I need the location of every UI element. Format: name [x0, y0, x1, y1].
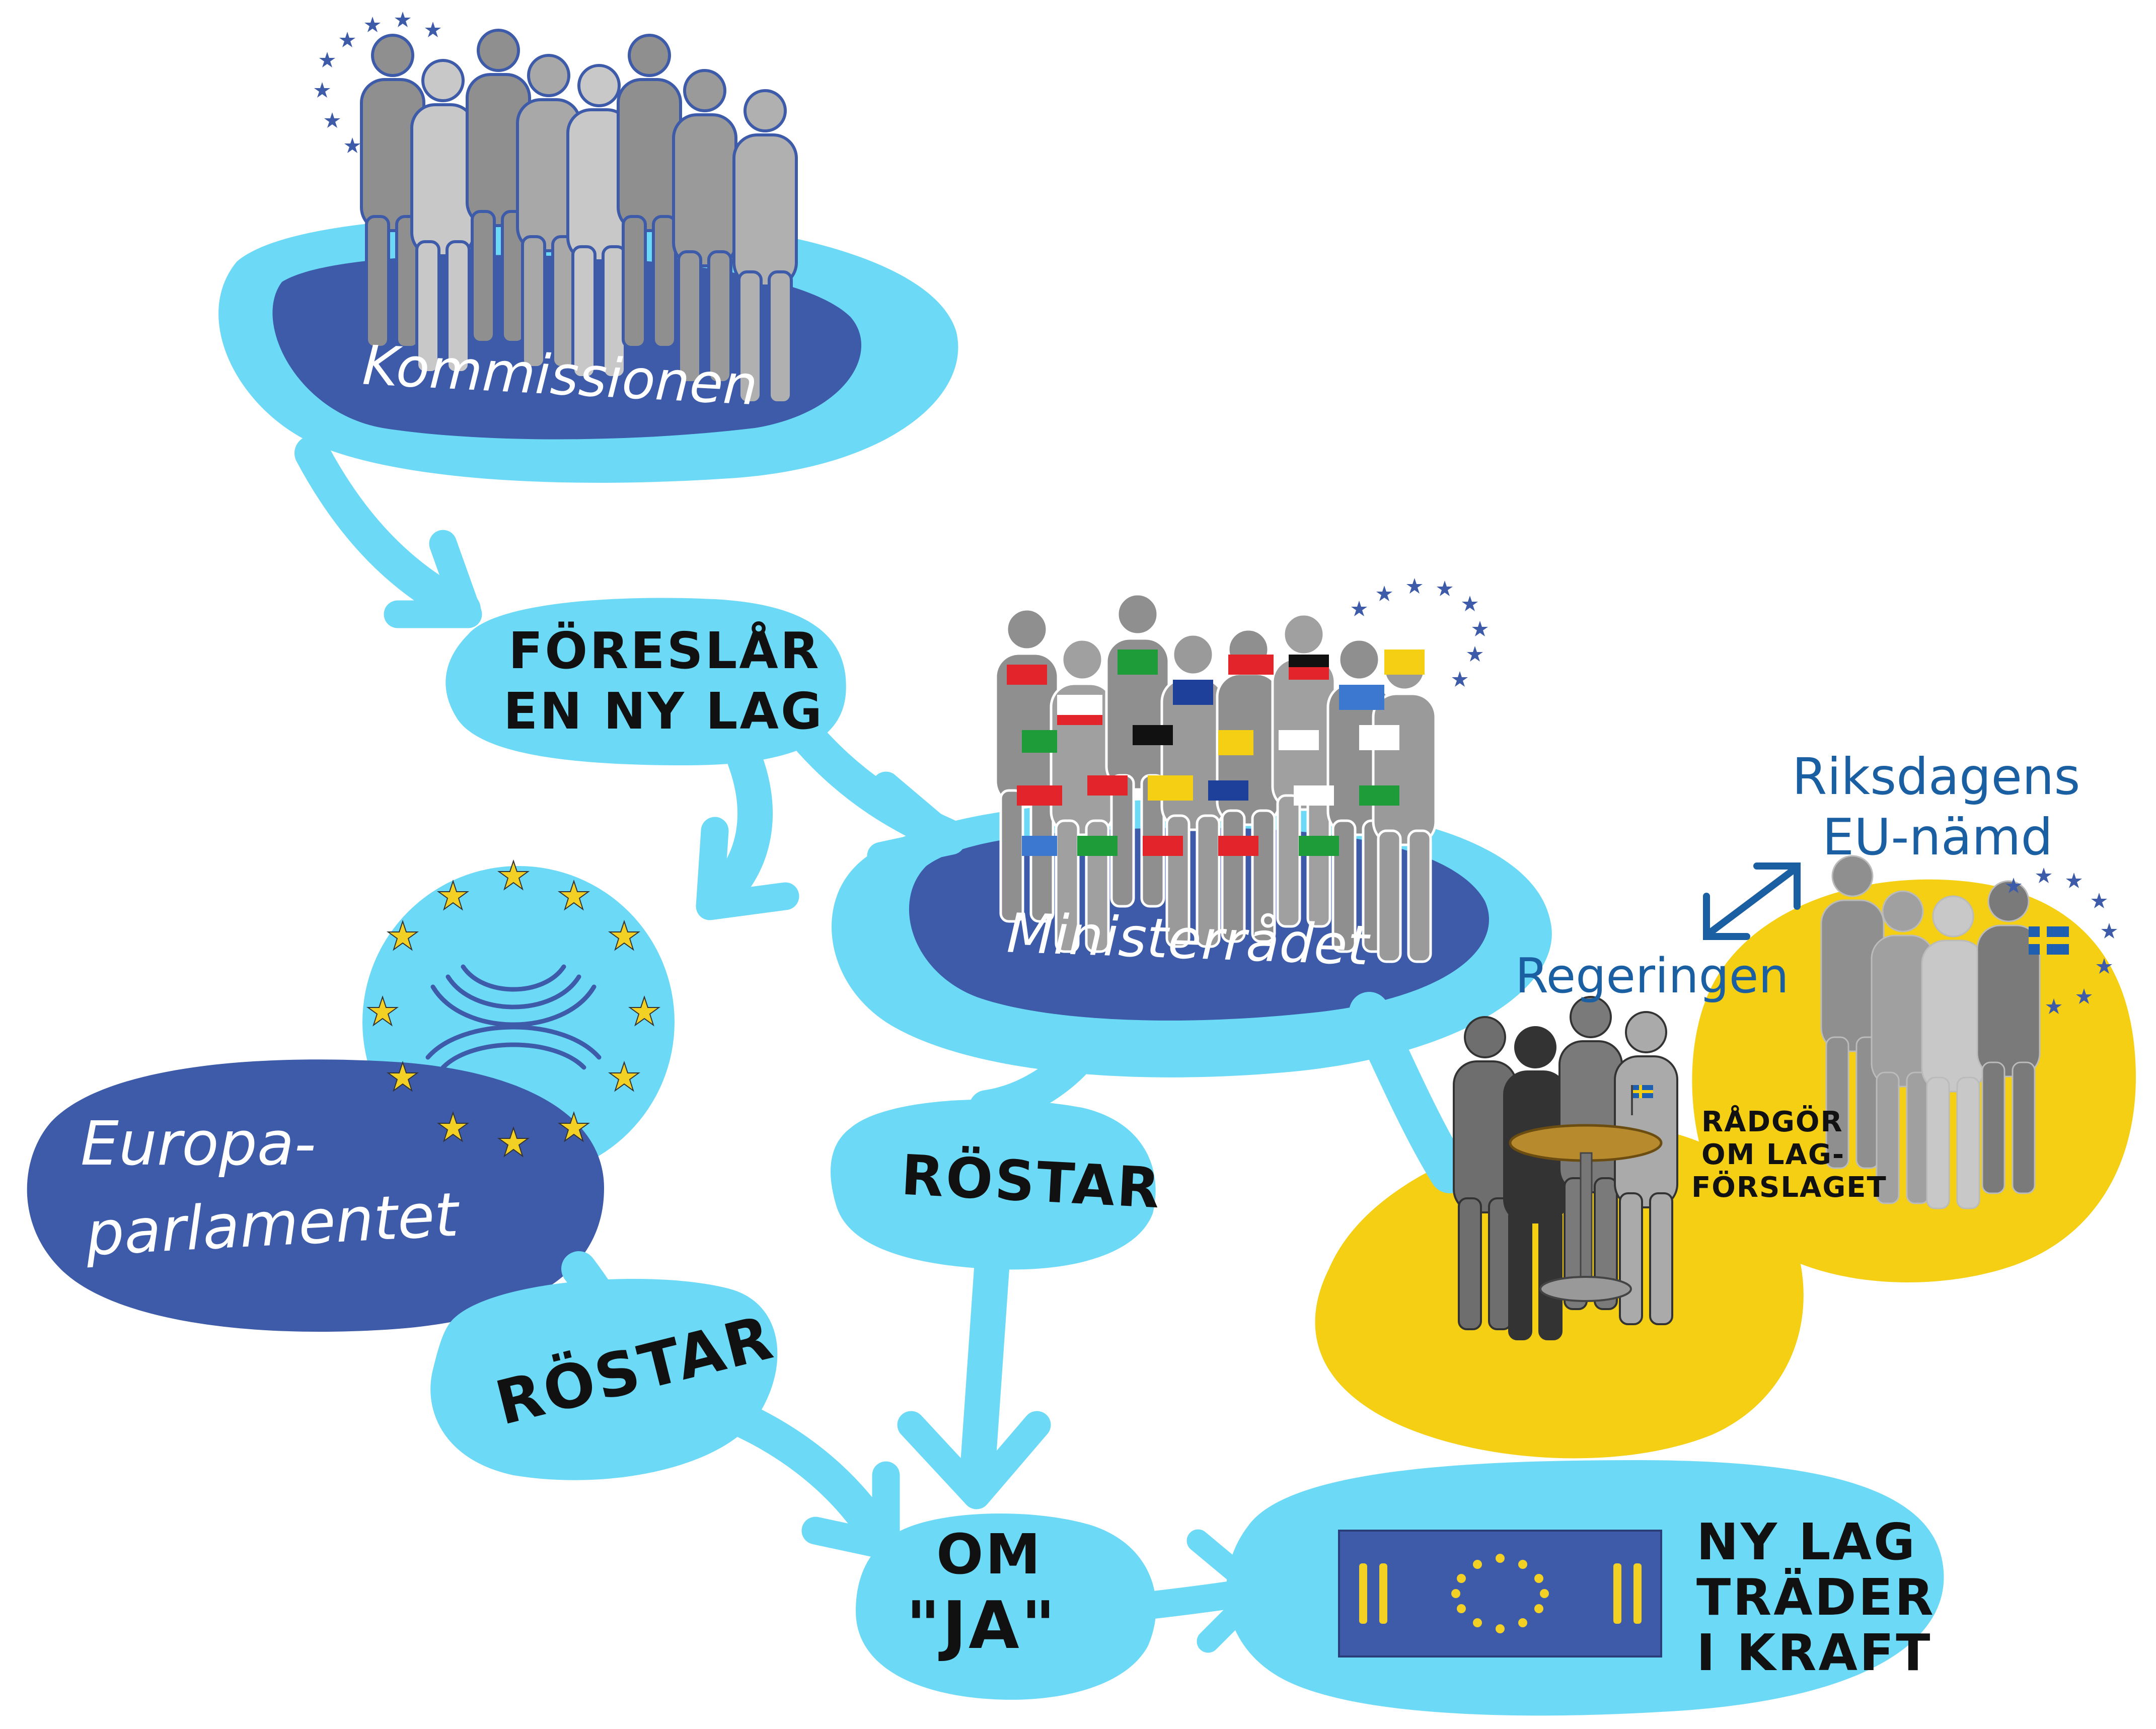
om-ja-label-line2: "JA": [906, 1587, 1058, 1664]
foreslar-label-line1: FÖRESLÅR: [508, 621, 821, 680]
om-ja-bubble: [856, 1514, 1156, 1700]
europaparlamentet-label-line1: Europa-: [81, 1109, 316, 1179]
arrow-rostar-to-omja: [959, 1251, 1009, 1503]
flow-arrows: [294, 436, 1470, 1653]
eu-parliament-emblem-icon: [367, 860, 659, 1157]
eu-flag-icon: [1338, 1530, 1662, 1658]
foreslar-label-line2: EN NY LAG: [503, 682, 824, 741]
radgor-label-line3: FÖRSLAGET: [1691, 1171, 1887, 1204]
eu-namnd-label-line1: Riksdagens: [1792, 747, 2080, 806]
om-ja-label-line1: OM: [936, 1522, 1043, 1587]
arrow-commission-to-foreslar-head: [384, 530, 482, 628]
radgor-label-line1: RÅDGÖR: [1701, 1106, 1843, 1138]
swedish-flag-icon: [2029, 926, 2069, 955]
arrow-foreslar-to-parliament: [697, 743, 773, 919]
rostar-council-label: RÖSTAR: [900, 1142, 1163, 1221]
podium-swedish-flag-icon: [1631, 1085, 1653, 1115]
ny-lag-label-line1: NY LAG: [1696, 1512, 1917, 1571]
arrow-rostar-to-omja-head: [897, 1411, 1051, 1509]
ny-lag-label-line2: TRÄDER: [1696, 1568, 1936, 1627]
arrow-rostar-to-omja-left: [687, 1387, 899, 1558]
arrow-council-to-regeringen: [1349, 992, 1470, 1193]
arrow-commission-to-foreslar: [294, 436, 481, 627]
arrow-foreslar-to-council-head: [867, 771, 965, 870]
arrow-rostar-to-omja-left-head: [801, 1461, 900, 1560]
member-state-flags: [1007, 650, 1425, 856]
radgor-label-line2: OM LAG-: [1701, 1138, 1845, 1171]
government-at-podium-icon: [1453, 996, 1678, 1340]
regeringen-label: Regeringen: [1515, 949, 1789, 1004]
eu-namnd-label-line2: EU-nämd: [1822, 808, 2053, 867]
foreslar-bubble: [445, 598, 846, 765]
double-arrow-icon: [1703, 862, 1801, 940]
arrow-council-to-rostar: [969, 1035, 1100, 1125]
ministerradet-label: Ministerrådet: [1006, 902, 1370, 978]
ny-lag-label-line3: I KRAFT: [1696, 1623, 1932, 1682]
arrow-omja-to-nylag-head: [1186, 1529, 1270, 1653]
arrow-parliament-to-rostar: [561, 1251, 627, 1337]
arrow-foreslar-to-parliament-head: [696, 817, 799, 920]
rostar-council-bubble: [831, 1099, 1156, 1270]
rostar-parliament-bubble: [430, 1279, 778, 1480]
